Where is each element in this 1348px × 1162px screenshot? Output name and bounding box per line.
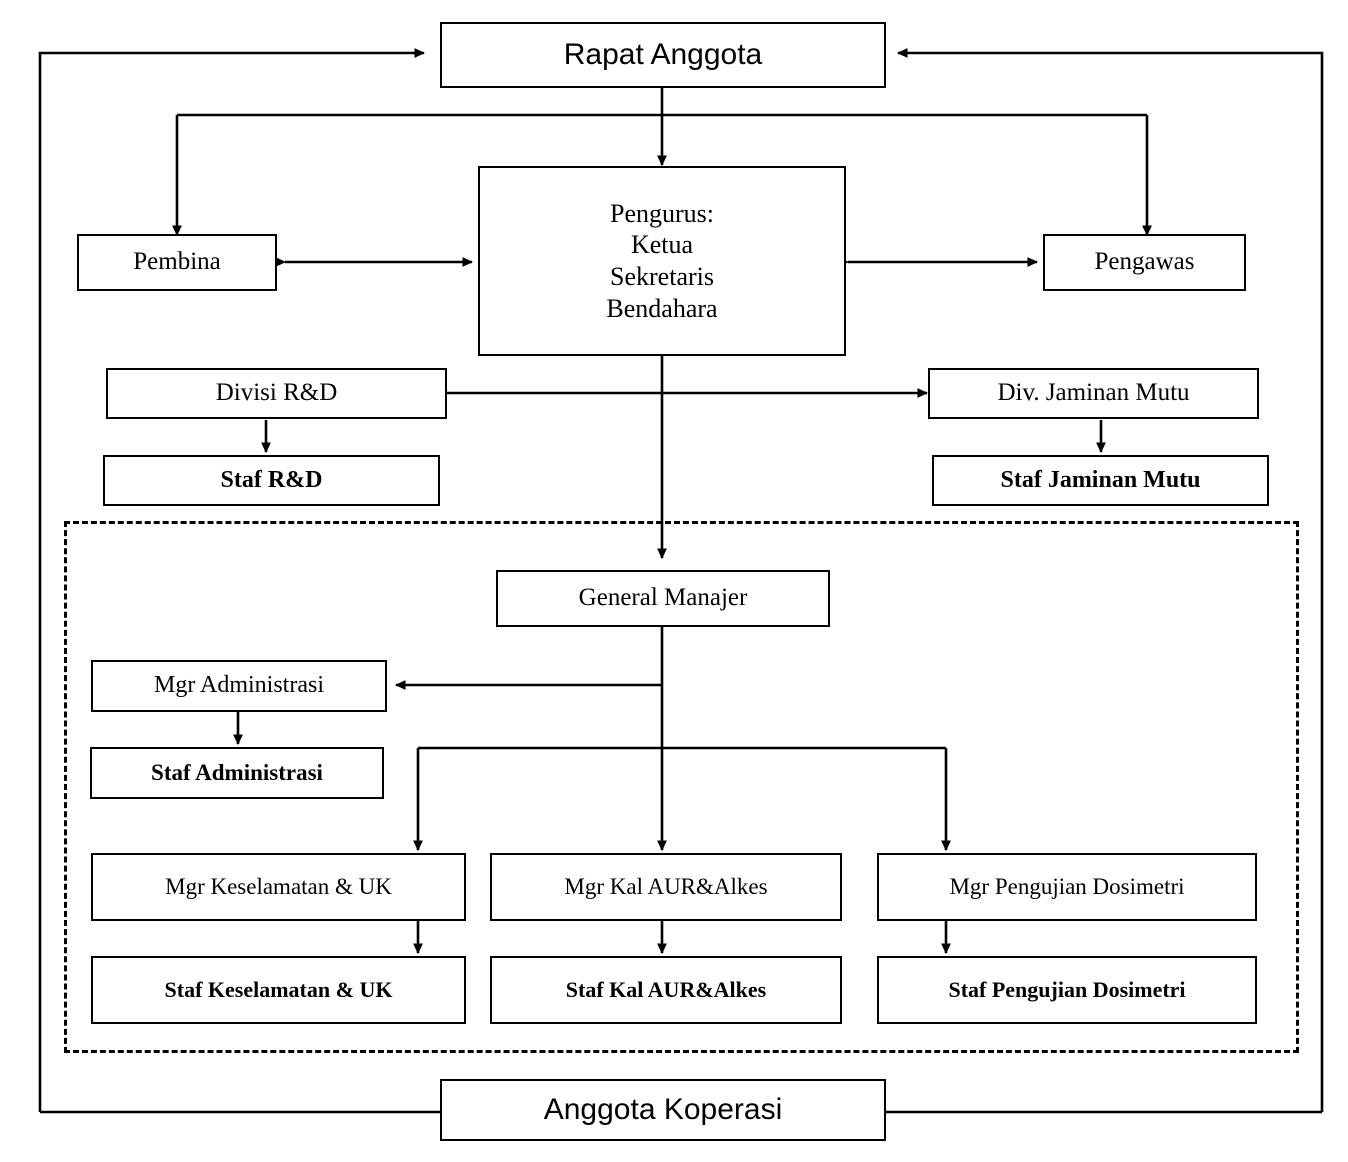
operational-unit-dashed-region — [64, 521, 1299, 1053]
node-label: Divisi R&D — [215, 379, 338, 407]
node-label: Mgr Keselamatan & UK — [165, 873, 392, 899]
node-label-line1: Pengurus: — [610, 198, 714, 228]
node-mgr-administrasi[interactable]: Mgr Administrasi — [91, 660, 387, 712]
node-label: Rapat Anggota — [563, 37, 763, 71]
node-staf-kal-aur-alkes[interactable]: Staf Kal AUR&Alkes — [490, 956, 842, 1024]
node-staf-jaminan-mutu[interactable]: Staf Jaminan Mutu — [932, 455, 1269, 506]
feedback-left-path — [38, 48, 425, 1112]
node-rapat-anggota[interactable]: Rapat Anggota — [440, 22, 886, 88]
node-label: Pengawas — [1094, 248, 1195, 276]
node-label: Div. Jaminan Mutu — [997, 379, 1190, 407]
node-div-jaminan-mutu[interactable]: Div. Jaminan Mutu — [928, 368, 1259, 419]
node-label: Staf Kal AUR&Alkes — [565, 976, 767, 1002]
node-label: Staf Keselamatan & UK — [164, 976, 393, 1002]
node-label: Staf Jaminan Mutu — [1000, 466, 1201, 493]
node-label: Staf Pengujian Dosimetri — [948, 976, 1186, 1002]
node-anggota-koperasi[interactable]: Anggota Koperasi — [440, 1079, 886, 1141]
node-staf-pengujian-dosimetri[interactable]: Staf Pengujian Dosimetri — [877, 956, 1257, 1024]
node-label: Staf R&D — [220, 466, 323, 493]
node-staf-rd[interactable]: Staf R&D — [103, 455, 440, 506]
node-label: Pembina — [133, 248, 221, 276]
node-label: Anggota Koperasi — [543, 1092, 783, 1126]
node-mgr-keselamatan[interactable]: Mgr Keselamatan & UK — [91, 853, 466, 921]
node-divisi-rd[interactable]: Divisi R&D — [106, 368, 447, 419]
node-label: Mgr Administrasi — [153, 672, 324, 699]
node-label-line2: Ketua — [630, 230, 694, 260]
node-label-line3: Sekretaris — [610, 262, 714, 291]
node-pembina[interactable]: Pembina — [77, 234, 277, 291]
node-general-manajer[interactable]: General Manajer — [496, 570, 830, 627]
node-label: Mgr Kal AUR&Alkes — [564, 873, 768, 899]
node-label-line4: Bendahara — [606, 293, 718, 323]
node-pengurus[interactable]: Pengurus: Ketua Sekretaris Bendahara — [478, 166, 846, 356]
node-pengawas[interactable]: Pengawas — [1043, 234, 1246, 291]
node-mgr-kal-aur-alkes[interactable]: Mgr Kal AUR&Alkes — [490, 853, 842, 921]
node-label: Mgr Pengujian Dosimetri — [949, 873, 1185, 899]
node-staf-keselamatan[interactable]: Staf Keselamatan & UK — [91, 956, 466, 1024]
node-label: Staf Administrasi — [151, 759, 323, 785]
node-mgr-pengujian-dosimetri[interactable]: Mgr Pengujian Dosimetri — [877, 853, 1257, 921]
feedback-right-path — [897, 48, 1324, 1112]
node-label: General Manajer — [578, 584, 748, 612]
node-staf-administrasi[interactable]: Staf Administrasi — [90, 747, 384, 799]
